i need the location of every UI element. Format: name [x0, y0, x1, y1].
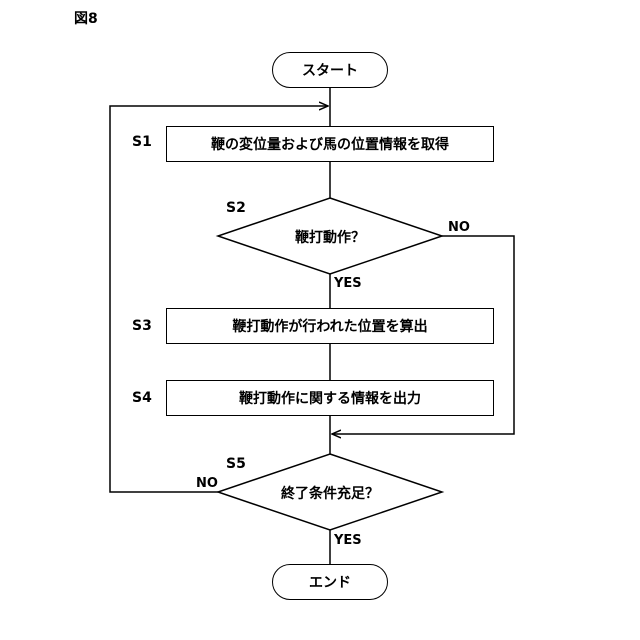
connector-s5-no-loop [110, 106, 328, 492]
step-label-s3: S3 [132, 318, 152, 334]
end-terminal: エンド [272, 564, 388, 600]
branch-s5-yes: YES [334, 533, 362, 548]
branch-s2-no: NO [448, 220, 470, 235]
process-s4: 鞭打動作に関する情報を出力 [166, 380, 494, 416]
step-label-s1: S1 [132, 134, 152, 150]
decision-s2-text: 鞭打動作？ [295, 227, 365, 247]
process-s1: 鞭の変位量および馬の位置情報を取得 [166, 126, 494, 162]
decision-s5-text: 終了条件充足？ [281, 483, 379, 503]
step-label-s2: S2 [226, 200, 246, 216]
end-terminal-text: エンド [309, 572, 351, 592]
branch-s2-yes: YES [334, 276, 362, 291]
branch-s5-no: NO [196, 476, 218, 491]
start-terminal-text: スタート [302, 60, 358, 80]
process-s1-text: 鞭の変位量および馬の位置情報を取得 [211, 134, 449, 154]
figure-label: 図8 [74, 8, 98, 28]
step-label-s5: S5 [226, 456, 246, 472]
process-s4-text: 鞭打動作に関する情報を出力 [239, 388, 421, 408]
process-s3-text: 鞭打動作が行われた位置を算出 [232, 316, 427, 336]
step-label-s4: S4 [132, 390, 152, 406]
process-s3: 鞭打動作が行われた位置を算出 [166, 308, 494, 344]
start-terminal: スタート [272, 52, 388, 88]
